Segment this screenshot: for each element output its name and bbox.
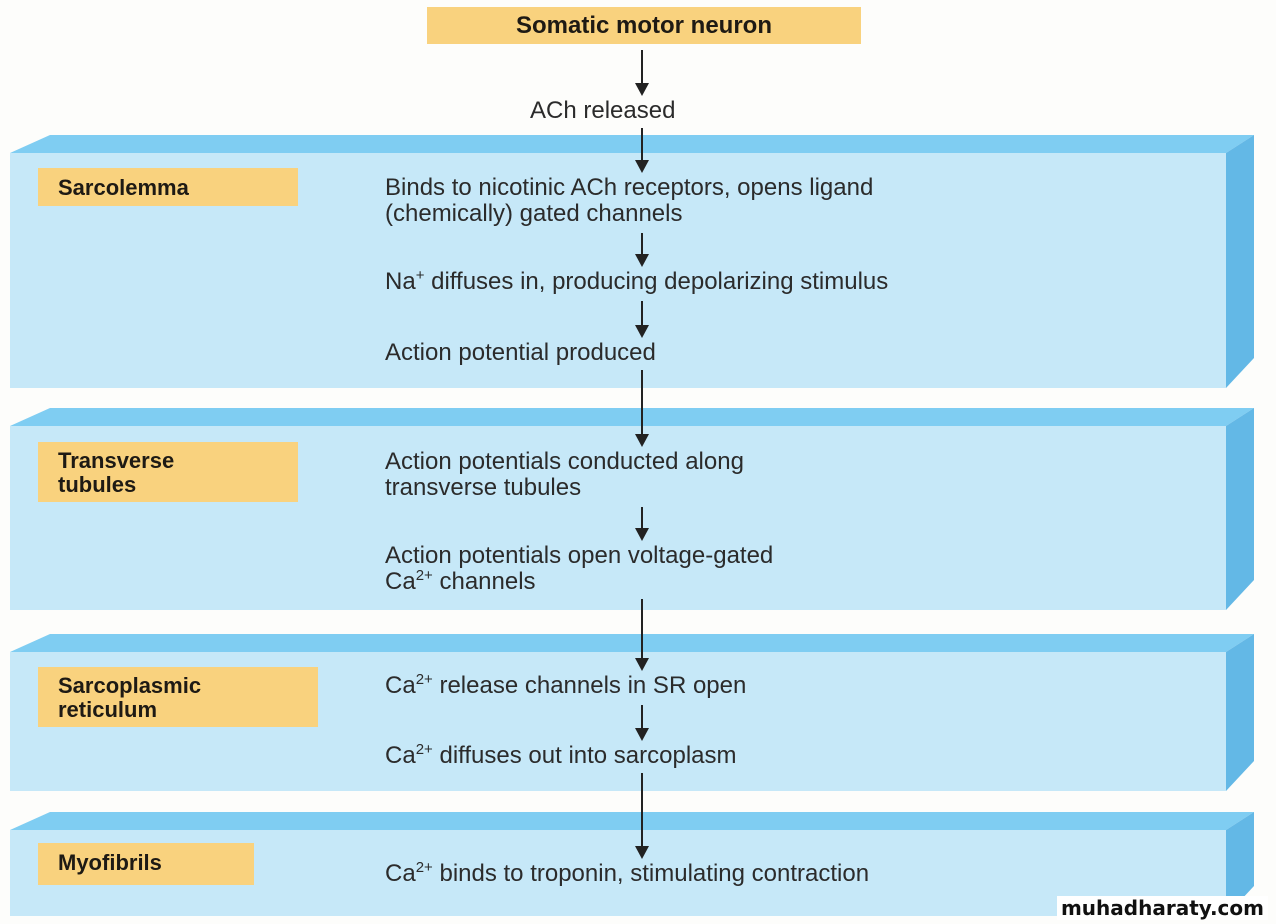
neuron-arrow xyxy=(635,50,649,96)
panel-side-face xyxy=(1226,408,1254,610)
panel-top-face xyxy=(10,812,1254,830)
step-line: Ca2+ binds to troponin, stimulating cont… xyxy=(385,859,870,887)
step-line: transverse tubules xyxy=(385,474,582,501)
step-text: Ca2+ release channels in SR open xyxy=(385,671,747,699)
step-line: Ca2+ channels xyxy=(385,567,536,595)
region-label-line: tubules xyxy=(58,472,137,497)
panel-side-face xyxy=(1226,634,1254,791)
region-label-line: reticulum xyxy=(58,697,158,722)
region-label: Sarcolemma xyxy=(38,168,298,206)
step-text: Ca2+ diffuses out into sarcoplasm xyxy=(385,741,737,769)
panel-top-face xyxy=(10,408,1254,426)
step-line: Binds to nicotinic ACh receptors, opens … xyxy=(385,174,874,201)
somatic-motor-neuron-box: Somatic motor neuron xyxy=(427,7,861,44)
superscript: 2+ xyxy=(415,567,433,584)
superscript: 2+ xyxy=(415,741,433,758)
step-text: Na+ diffuses in, producing depolarizing … xyxy=(385,267,889,295)
step-line: Ca2+ release channels in SR open xyxy=(385,671,747,699)
ach-released-text: ACh released xyxy=(530,97,676,124)
region-label-line: Sarcolemma xyxy=(58,175,189,200)
step-text: Binds to nicotinic ACh receptors, opens … xyxy=(385,175,873,227)
watermark: muhadharaty.com xyxy=(1056,896,1268,920)
region-label-line: Myofibrils xyxy=(58,850,162,875)
step-line: Action potential produced xyxy=(385,339,656,366)
step-line: (chemically) gated channels xyxy=(385,200,683,227)
superscript: + xyxy=(415,267,425,284)
somatic-motor-neuron-label: Somatic motor neuron xyxy=(515,12,773,39)
region-label: Myofibrils xyxy=(38,843,254,885)
superscript: 2+ xyxy=(415,859,433,876)
panel-background xyxy=(10,812,1254,916)
superscript: 2+ xyxy=(415,671,433,688)
step-line: Action potentials conducted along xyxy=(385,448,744,475)
step-text: Ca2+ binds to troponin, stimulating cont… xyxy=(385,859,870,887)
region-label-line: Sarcoplasmic xyxy=(58,673,202,698)
panel-side-face xyxy=(1226,812,1254,916)
step-line: Ca2+ diffuses out into sarcoplasm xyxy=(385,741,737,769)
step-line: Action potentials open voltage-gated xyxy=(385,542,774,569)
panel-side-face xyxy=(1226,135,1254,388)
step-line: Na+ diffuses in, producing depolarizing … xyxy=(385,267,889,295)
region-label-line: Transverse xyxy=(58,448,175,473)
panel-top-face xyxy=(10,634,1254,652)
step-text: Action potential produced xyxy=(385,340,656,366)
panel-top-face xyxy=(10,135,1254,153)
